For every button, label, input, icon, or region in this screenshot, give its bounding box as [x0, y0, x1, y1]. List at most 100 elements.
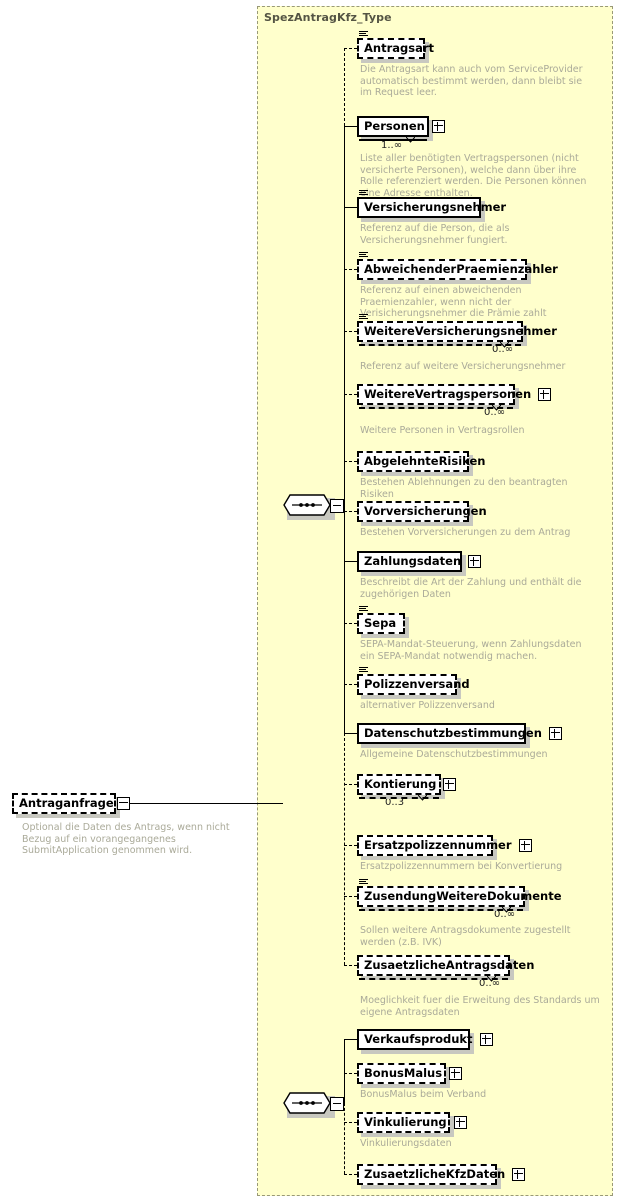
- element-box-Zahlungsdaten[interactable]: Zahlungsdaten: [357, 551, 482, 576]
- attribute-lines-icon: [359, 190, 368, 198]
- element-label: AbweichenderPraemienzahler: [364, 261, 558, 276]
- plus-expander-icon[interactable]: [512, 1168, 526, 1181]
- multiplicity-Kontierung: 0..3: [385, 797, 405, 808]
- element-box-Sepa[interactable]: Sepa: [357, 606, 409, 638]
- element-box-Vinkulierung[interactable]: Vinkulierung: [357, 1112, 467, 1137]
- box-border: [357, 551, 462, 572]
- element-label: Personen: [364, 118, 425, 133]
- trunk-main-dashed-top: [344, 48, 345, 126]
- attribute-lines-icon: [359, 314, 368, 322]
- annotation-ZusendungWeitereDokumente: Sollen weitere Antragsdokumente zugestel…: [360, 925, 571, 948]
- element-box-Verkaufsprodukt[interactable]: Verkaufsprodukt: [357, 1029, 493, 1054]
- element-label: WeitereVertragspersonen: [364, 386, 532, 401]
- collapse-minus-icon[interactable]: [330, 499, 344, 513]
- plus-expander-icon[interactable]: [431, 120, 445, 133]
- box-border: [357, 197, 481, 218]
- element-box-ZusendungWeitereDokumente[interactable]: ZusendungWeitereDokumente: [357, 879, 562, 913]
- attribute-lines-icon: [359, 667, 368, 675]
- element-box-Antraganfrage[interactable]: Antraganfrage: [12, 793, 130, 818]
- repeat-indicator: [359, 404, 513, 409]
- sequence-compositor-kfz[interactable]: [283, 1092, 344, 1118]
- box-border: [357, 1029, 470, 1050]
- branch-line-WeitereVersicherungsnehmer: [344, 331, 357, 332]
- element-box-ZusaetzlicheAntragsdaten[interactable]: ZusaetzlicheAntragsdaten: [357, 955, 534, 982]
- attribute-lines-icon: [359, 606, 368, 614]
- branch-line-Datenschutzbestimmungen: [344, 733, 357, 734]
- plus-expander-icon[interactable]: [453, 1116, 467, 1129]
- branch-line-Antragsart: [344, 48, 357, 49]
- attribute-lines-icon: [359, 252, 368, 260]
- element-box-BonusMalus[interactable]: BonusMalus: [357, 1063, 463, 1088]
- element-box-Kontierung[interactable]: Kontierung: [357, 774, 457, 801]
- multiplicity-Personen: 1..∞: [381, 140, 403, 151]
- multiplicity-ZusaetzlicheAntragsdaten: 0..∞: [479, 978, 501, 989]
- box-border: [357, 674, 457, 695]
- branch-line-Polizzenversand: [344, 684, 357, 685]
- attribute-lines-icon: [359, 879, 368, 887]
- sequence-compositor-main[interactable]: [283, 494, 344, 520]
- element-label: AbgelehnteRisiken: [364, 453, 486, 468]
- element-label: Vinkulierung: [364, 1114, 447, 1129]
- box-border: [357, 955, 510, 976]
- element-label: ZusaetzlicheAntragsdaten: [364, 957, 535, 972]
- attribute-lines-icon: [359, 31, 368, 39]
- element-label: Zahlungsdaten: [364, 553, 462, 568]
- annotation-Zahlungsdaten: Beschreibt die Art der Zahlung und enthä…: [360, 577, 582, 600]
- plus-expander-icon[interactable]: [479, 1033, 493, 1046]
- element-box-Antragsart[interactable]: Antragsart: [357, 31, 434, 63]
- plus-expander-icon[interactable]: [538, 388, 552, 401]
- element-label: Antragsart: [364, 40, 435, 55]
- annotation-Personen: Liste aller benötigten Vertragspersonen …: [360, 153, 587, 199]
- element-box-Personen[interactable]: Personen: [357, 116, 445, 143]
- plus-expander-icon[interactable]: [518, 839, 532, 852]
- repeat-indicator: [359, 975, 508, 980]
- plus-expander-icon[interactable]: [443, 778, 457, 791]
- element-box-Ersatzpolizzennummer[interactable]: Ersatzpolizzennummer: [357, 835, 532, 860]
- box-border: [357, 321, 523, 342]
- element-box-WeitereVersicherungsnehmer[interactable]: WeitereVersicherungsnehmer: [357, 314, 557, 348]
- repeat-chevron-icon: [502, 907, 511, 913]
- sequence-icon: [283, 494, 331, 516]
- trunk-main-solid: [344, 126, 345, 733]
- box-border: [357, 1063, 446, 1084]
- element-label: ZusaetzlicheKfzDaten: [364, 1166, 506, 1181]
- branch-line-Vorversicherungen: [344, 511, 357, 512]
- element-label: Datenschutzbestimmungen: [364, 725, 542, 740]
- branch-line-ZusendungWeitereDokumente: [344, 896, 357, 897]
- box-border: [357, 886, 525, 907]
- element-box-WeitereVertragspersonen[interactable]: WeitereVertragspersonen: [357, 384, 552, 411]
- element-box-AbweichenderPraemienzahler[interactable]: AbweichenderPraemienzahler: [357, 252, 558, 284]
- element-label: Polizzenversand: [364, 676, 470, 691]
- repeat-chevron-icon: [418, 795, 427, 801]
- repeat-chevron-icon: [492, 405, 501, 411]
- plus-expander-icon[interactable]: [449, 1067, 463, 1080]
- branch-line-Sepa: [344, 623, 357, 624]
- element-box-Datenschutzbestimmungen[interactable]: Datenschutzbestimmungen: [357, 723, 562, 748]
- branch-line-Kontierung: [344, 784, 357, 785]
- repeat-indicator: [359, 136, 427, 141]
- repeat-indicator: [359, 794, 439, 799]
- plus-expander-icon[interactable]: [468, 555, 482, 568]
- element-label: Kontierung: [364, 776, 437, 791]
- annotation-AbweichenderPraemienzahler: Referenz auf einen abweichenden Praemien…: [360, 285, 547, 319]
- element-box-Vorversicherungen[interactable]: Vorversicherungen: [357, 501, 487, 526]
- box-border: [357, 259, 527, 280]
- element-box-Polizzenversand[interactable]: Polizzenversand: [357, 667, 470, 699]
- annotation-Datenschutzbestimmungen: Allgemeine Datenschutzbestimmungen: [360, 749, 548, 760]
- branch-line-Verkaufsprodukt: [344, 1039, 357, 1040]
- element-box-Versicherungsnehmer[interactable]: Versicherungsnehmer: [357, 190, 506, 222]
- plus-expander-icon[interactable]: [548, 727, 562, 740]
- repeat-indicator: [359, 906, 523, 911]
- collapse-minus-icon[interactable]: [330, 1097, 344, 1111]
- connector-root-to-type: [116, 803, 283, 804]
- annotation-AbgelehnteRisiken: Bestehen Ablehnungen zu den beantragten …: [360, 477, 568, 500]
- repeat-indicator: [359, 341, 521, 346]
- branch-line-Personen: [344, 126, 357, 127]
- minus-expander-icon[interactable]: [116, 797, 130, 810]
- element-box-AbgelehnteRisiken[interactable]: AbgelehnteRisiken: [357, 451, 486, 476]
- element-box-ZusaetzlicheKfzDaten[interactable]: ZusaetzlicheKfzDaten: [357, 1164, 526, 1189]
- type-container-title: SpezAntragKfz_Type: [264, 11, 392, 24]
- annotation-Ersatzpolizzennummer: Ersatzpolizzennummern bei Konvertierung: [360, 861, 563, 872]
- element-label: Sepa: [364, 615, 397, 630]
